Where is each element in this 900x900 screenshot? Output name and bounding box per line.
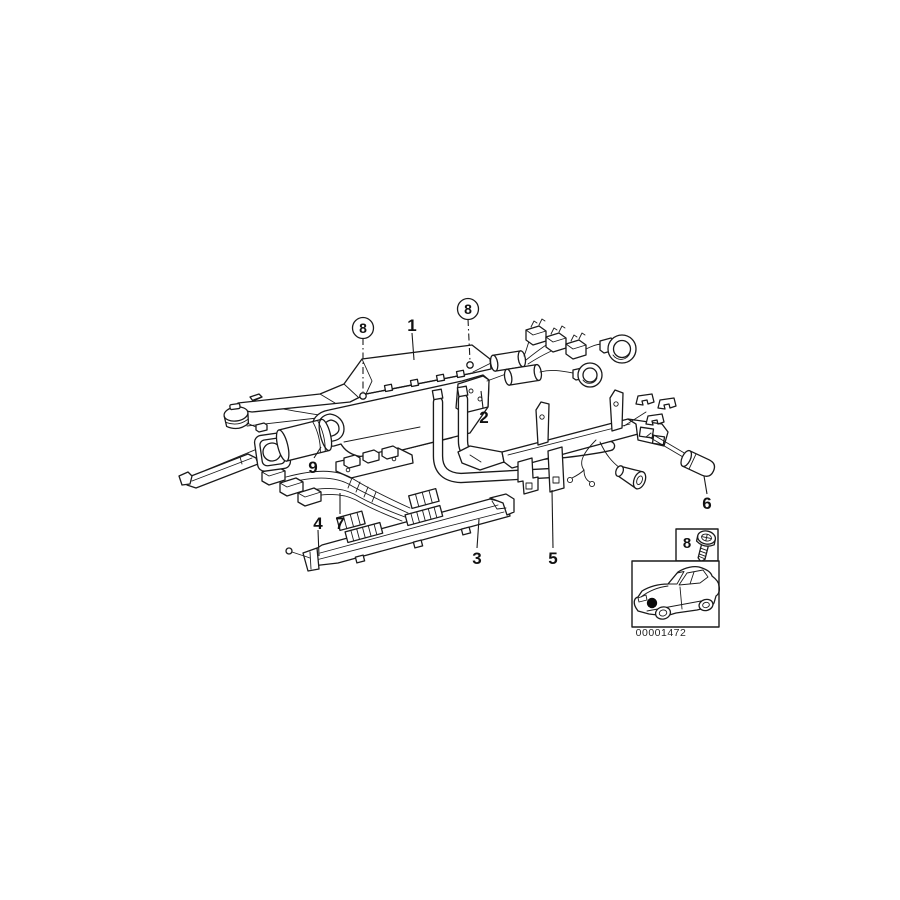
rail-teeth-right bbox=[404, 504, 444, 527]
callout-4[interactable]: 4 bbox=[313, 514, 323, 533]
callout-6[interactable]: 6 bbox=[702, 494, 711, 513]
lighter-knob bbox=[223, 402, 250, 430]
leader-lines bbox=[313, 318, 708, 557]
inset-screw-box bbox=[675, 528, 719, 563]
hanging-wires bbox=[566, 439, 647, 490]
callout-8-inset[interactable]: 8 bbox=[683, 535, 691, 552]
inline-sleeve-upper bbox=[489, 350, 527, 372]
round-socket-lower bbox=[572, 362, 603, 388]
callout-9[interactable]: 9 bbox=[308, 458, 317, 477]
callout-7[interactable]: 7 bbox=[335, 514, 344, 533]
callouts: 8 1 8 2 9 4 7 3 5 6 8 00001472 bbox=[308, 297, 712, 639]
cap-rod bbox=[648, 436, 684, 458]
bulb-socket bbox=[615, 465, 647, 490]
rail-block-right bbox=[408, 487, 440, 510]
callout-3[interactable]: 3 bbox=[472, 549, 481, 568]
bracket-5-drawing bbox=[457, 389, 687, 495]
rail-3-drawing bbox=[302, 487, 515, 572]
image-code-label: 00001472 bbox=[636, 627, 687, 639]
callout-8-right[interactable]: 8 bbox=[464, 301, 472, 317]
cover-clip-tabs bbox=[383, 369, 466, 393]
screw-hole-right bbox=[466, 361, 474, 369]
screw-icon bbox=[695, 530, 717, 563]
lighter-9-drawing bbox=[178, 402, 333, 489]
wire-4-drawing bbox=[285, 547, 311, 559]
callout-2[interactable]: 2 bbox=[479, 408, 488, 427]
box-connectors bbox=[525, 318, 587, 360]
cap-6-drawing bbox=[680, 449, 716, 477]
cable-clips bbox=[623, 393, 677, 427]
lighter-cylinder bbox=[275, 418, 333, 462]
harness-connectors-drawing bbox=[472, 318, 637, 388]
inline-sleeve-lower bbox=[503, 363, 543, 386]
rail-block-left bbox=[336, 510, 366, 532]
screw-hole-left bbox=[359, 392, 367, 400]
plugs-7-drawing bbox=[261, 466, 411, 522]
round-socket-upper bbox=[599, 334, 637, 364]
location-dot bbox=[646, 597, 658, 609]
connector-strip-drawing bbox=[335, 445, 414, 479]
car-illustration bbox=[633, 566, 721, 620]
callout-1[interactable]: 1 bbox=[407, 316, 416, 335]
callout-8-left-circle[interactable] bbox=[351, 316, 375, 340]
callout-5[interactable]: 5 bbox=[548, 549, 557, 568]
rail-teeth-left bbox=[344, 521, 384, 544]
inset-car-box bbox=[631, 560, 721, 628]
callout-8-right-circle[interactable] bbox=[456, 297, 480, 321]
callout-8-left[interactable]: 8 bbox=[359, 320, 367, 336]
